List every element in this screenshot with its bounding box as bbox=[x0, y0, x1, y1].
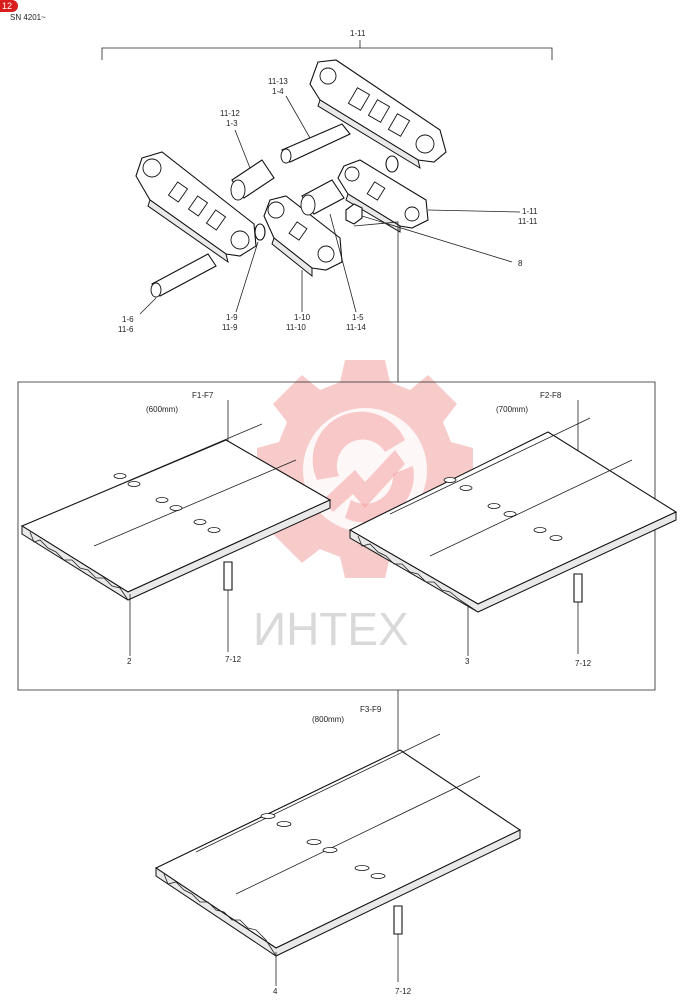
label-11-11: 11-11 bbox=[518, 217, 538, 226]
washer-right bbox=[385, 155, 399, 173]
shoe-800-bolt: 7-12 bbox=[395, 987, 412, 996]
shoe-600-item: 2 bbox=[127, 657, 132, 666]
page-mark-number: 12 bbox=[2, 1, 12, 11]
serial-text: SN 4201~ bbox=[10, 13, 46, 22]
page-mark: 12 bbox=[0, 0, 18, 12]
label-1-9: 1-9 bbox=[226, 313, 238, 322]
shoe-800: F3-F9 (800mm) 7-12 4 bbox=[154, 705, 522, 996]
label-1-3: 1-3 bbox=[226, 119, 238, 128]
nut-8 bbox=[345, 203, 363, 225]
label-1-5: 1-5 bbox=[352, 313, 364, 322]
shoe-600-code: F1-F7 bbox=[192, 391, 214, 400]
label-1-11-right: 1-11 bbox=[522, 207, 538, 216]
shoe-700-code: F2-F8 bbox=[540, 391, 562, 400]
pin-1-6 bbox=[150, 253, 217, 298]
bushing-1-3 bbox=[230, 159, 275, 201]
label-8: 8 bbox=[518, 259, 523, 268]
label-11-6: 11-6 bbox=[118, 325, 134, 334]
shoe-700-item: 3 bbox=[465, 657, 470, 666]
shoe-700-bolt: 7-12 bbox=[575, 659, 592, 668]
label-1-4: 1-4 bbox=[272, 87, 284, 96]
shoe-700-width: (700mm) bbox=[496, 405, 528, 414]
label-1-11-top: 1-11 bbox=[350, 29, 366, 38]
washer-1-9 bbox=[254, 223, 266, 241]
shoe-800-code: F3-F9 bbox=[360, 705, 382, 714]
label-11-14: 11-14 bbox=[346, 323, 366, 332]
upper-link bbox=[309, 59, 447, 170]
bushing-1-5 bbox=[300, 179, 345, 216]
shoe-800-item: 4 bbox=[273, 987, 278, 996]
label-11-13: 11-13 bbox=[268, 77, 288, 86]
track-link-assembly: 1-11 11-13 1-4 11-12 1-3 bbox=[101, 29, 553, 382]
shoe-group-frame bbox=[17, 381, 656, 691]
pin-1-4 bbox=[280, 123, 351, 164]
shoe-800-width: (800mm) bbox=[312, 715, 344, 724]
shoe-700: F2-F8 (700mm) 7-12 3 bbox=[348, 391, 678, 668]
watermark-logo bbox=[257, 360, 473, 578]
shoe-600-bolt: 7-12 bbox=[225, 655, 242, 664]
watermark-text: ИНТЕХ bbox=[253, 603, 409, 655]
label-11-10: 11-10 bbox=[286, 323, 306, 332]
left-link bbox=[135, 151, 257, 264]
label-11-9: 11-9 bbox=[222, 323, 238, 332]
label-1-10: 1-10 bbox=[294, 313, 311, 322]
right-link-1-11 bbox=[337, 159, 429, 233]
label-1-6: 1-6 bbox=[122, 315, 134, 324]
shoe-600-width: (600mm) bbox=[146, 405, 178, 414]
middle-link-1-10 bbox=[263, 195, 343, 278]
shoe-600: F1-F7 (600mm) 7-12 2 bbox=[20, 391, 332, 666]
label-11-12: 11-12 bbox=[220, 109, 240, 118]
